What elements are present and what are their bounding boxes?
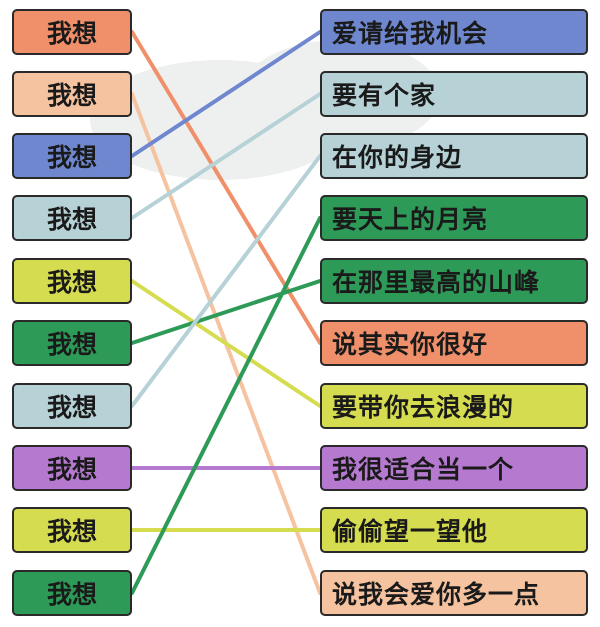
connection-line (130, 154, 322, 408)
left-item[interactable]: 我想 (12, 9, 132, 55)
right-item[interactable]: 要有个家 (320, 71, 588, 117)
right-item[interactable]: 我很适合当一个 (320, 445, 588, 491)
right-item[interactable]: 要带你去浪漫的 (320, 383, 588, 429)
right-item[interactable]: 爱请给我机会 (320, 9, 588, 55)
right-item[interactable]: 偷偷望一望他 (320, 507, 588, 553)
right-item[interactable]: 说我会爱你多一点 (320, 570, 588, 616)
right-item[interactable]: 在那里最高的山峰 (320, 258, 588, 304)
right-item[interactable]: 说其实你很好 (320, 320, 588, 366)
right-item[interactable]: 要天上的月亮 (320, 195, 588, 241)
left-item[interactable]: 我想 (12, 320, 132, 366)
connection-line (130, 279, 322, 345)
left-item[interactable]: 我想 (12, 383, 132, 429)
left-item[interactable]: 我想 (12, 507, 132, 553)
left-item[interactable]: 我想 (12, 133, 132, 179)
left-item[interactable]: 我想 (12, 71, 132, 117)
left-item[interactable]: 我想 (12, 445, 132, 491)
left-item[interactable]: 我想 (12, 570, 132, 616)
left-item[interactable]: 我想 (12, 195, 132, 241)
left-item[interactable]: 我想 (12, 258, 132, 304)
connection-line (130, 279, 322, 408)
right-item[interactable]: 在你的身边 (320, 133, 588, 179)
connection-line (130, 216, 322, 595)
